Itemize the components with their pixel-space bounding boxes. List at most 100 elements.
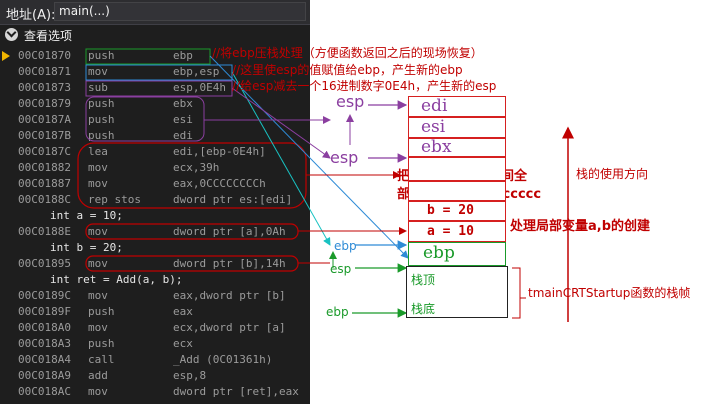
asm-address: 00C0187A <box>18 113 71 126</box>
asm-line[interactable]: 00C018AC mov dword ptr [ret],eax <box>0 384 310 400</box>
stack-slot-edi: edi <box>408 96 506 117</box>
asm-mnemonic: push <box>88 113 115 126</box>
asm-operands: ebp <box>173 49 193 62</box>
asm-operands: dword ptr [ret],eax <box>173 385 299 398</box>
asm-mnemonic: lea <box>88 145 108 158</box>
asm-operands: ecx,39h <box>173 161 220 174</box>
address-input[interactable]: main(...) <box>54 2 306 21</box>
asm-operands: ecx <box>173 337 193 350</box>
asm-address: 00C0189C <box>18 289 71 302</box>
annotation-push-ebp: //将ebp压栈处理（方便函数返回之后的现场恢复） <box>212 46 483 60</box>
asm-operands: ecx,dword ptr [a] <box>173 321 286 334</box>
asm-address: 00C01873 <box>18 81 71 94</box>
asm-mnemonic: push <box>88 337 115 350</box>
view-options-toggle[interactable]: 查看选项 <box>0 27 310 44</box>
push-ebp-arrow <box>209 55 409 259</box>
asm-mnemonic: mov <box>88 225 108 238</box>
address-bar: 地址(A): main(...) <box>0 0 310 25</box>
asm-line[interactable]: 00C01887 mov eax,0CCCCCCCCh <box>0 176 310 192</box>
asm-operands: ebx <box>173 97 193 110</box>
asm-address: 00C0188C <box>18 193 71 206</box>
asm-line[interactable]: 00C0187A push esi <box>0 112 310 128</box>
ebp-low-label: ebp <box>326 305 349 319</box>
asm-operands: dword ptr [a],0Ah <box>173 225 286 238</box>
push-ebp-highlight <box>85 48 211 65</box>
mov-ebp-highlight <box>85 64 233 81</box>
asm-line[interactable]: 00C01871 mov ebp,esp <box>0 64 310 80</box>
source-line[interactable]: int ret = Add(a, b); <box>0 272 310 288</box>
stack-slot-esi: esi <box>408 117 506 138</box>
asm-mnemonic: mov <box>88 385 108 398</box>
asm-mnemonic: rep stos <box>88 193 141 206</box>
var-b-highlight <box>85 255 299 272</box>
asm-mnemonic: push <box>88 305 115 318</box>
asm-line[interactable]: 00C018A4 call _Add (0C01361h) <box>0 352 310 368</box>
asm-line[interactable]: 00C0187C lea edi,[ebp-0E4h] <box>0 144 310 160</box>
source-line[interactable]: int b = 20; <box>0 240 310 256</box>
esp-low-label: esp <box>330 262 352 276</box>
asm-mnemonic: sub <box>88 81 108 94</box>
asm-operands: _Add (0C01361h) <box>173 353 273 366</box>
asm-mnemonic: push <box>88 129 115 142</box>
asm-mnemonic: call <box>88 353 115 366</box>
asm-address: 00C018AC <box>18 385 71 398</box>
asm-mnemonic: mov <box>88 321 108 334</box>
asm-line[interactable]: 00C018A3 push ecx <box>0 336 310 352</box>
asm-operands: edi,[ebp-0E4h] <box>173 145 266 158</box>
asm-operands: eax <box>173 305 193 318</box>
ebp-mid-label: ebp <box>334 239 357 253</box>
asm-mnemonic: mov <box>88 257 108 270</box>
growth-direction-label: 栈的使用方向 <box>576 167 649 181</box>
frame-bracket <box>512 267 526 319</box>
asm-line[interactable]: 00C0189F push eax <box>0 304 310 320</box>
stack-slot-ebp: ebp <box>408 242 506 266</box>
asm-line[interactable]: 00C0189C mov eax,dword ptr [b] <box>0 288 310 304</box>
stack-bottom-label: 栈底 <box>411 302 436 316</box>
view-options-label: 查看选项 <box>24 29 73 43</box>
asm-operands: eax,0CCCCCCCCh <box>173 177 266 190</box>
asm-address: 00C0187C <box>18 145 71 158</box>
asm-address: 00C018A4 <box>18 353 71 366</box>
asm-mnemonic: mov <box>88 289 108 302</box>
asm-line[interactable]: 00C01879 push ebx <box>0 96 310 112</box>
asm-line[interactable]: 00C01873 sub esp,0E4h <box>0 80 310 96</box>
source-text: int a = 10; <box>50 209 123 222</box>
stack-slot-ebx: ebx <box>408 137 506 157</box>
asm-address: 00C018A3 <box>18 337 71 350</box>
asm-address: 00C01879 <box>18 97 71 110</box>
asm-address: 00C0189F <box>18 305 71 318</box>
current-instruction-arrow-icon <box>2 51 10 61</box>
asm-operands: esi <box>173 113 193 126</box>
frame-label: tmainCRTStartup函数的栈帧 <box>528 286 691 300</box>
asm-mnemonic: mov <box>88 65 108 78</box>
asm-mnemonic: mov <box>88 161 108 174</box>
init-block-highlight <box>77 142 307 209</box>
asm-operands: eax,dword ptr [b] <box>173 289 286 302</box>
asm-mnemonic: push <box>88 97 115 110</box>
mov-ebp-arrow <box>231 71 331 246</box>
annotation-mov-ebp: //这里使esp的值赋值给ebp，产生新的ebp <box>232 63 463 77</box>
stack-top-label: 栈顶 <box>411 273 436 287</box>
asm-address: 00C01895 <box>18 257 71 270</box>
asm-address: 00C0187B <box>18 129 71 142</box>
asm-address: 00C01887 <box>18 177 71 190</box>
caller-frame-box: 栈顶 栈底 <box>406 266 508 318</box>
asm-mnemonic: mov <box>88 177 108 190</box>
source-line[interactable]: int a = 10; <box>0 208 310 224</box>
asm-operands: esp,0E4h <box>173 81 226 94</box>
address-label: 地址(A): <box>6 8 56 23</box>
esp-mid-label: esp <box>330 148 359 167</box>
chevron-down-icon <box>5 28 18 41</box>
asm-operands: ebp,esp <box>173 65 220 78</box>
asm-address: 00C01871 <box>18 65 71 78</box>
